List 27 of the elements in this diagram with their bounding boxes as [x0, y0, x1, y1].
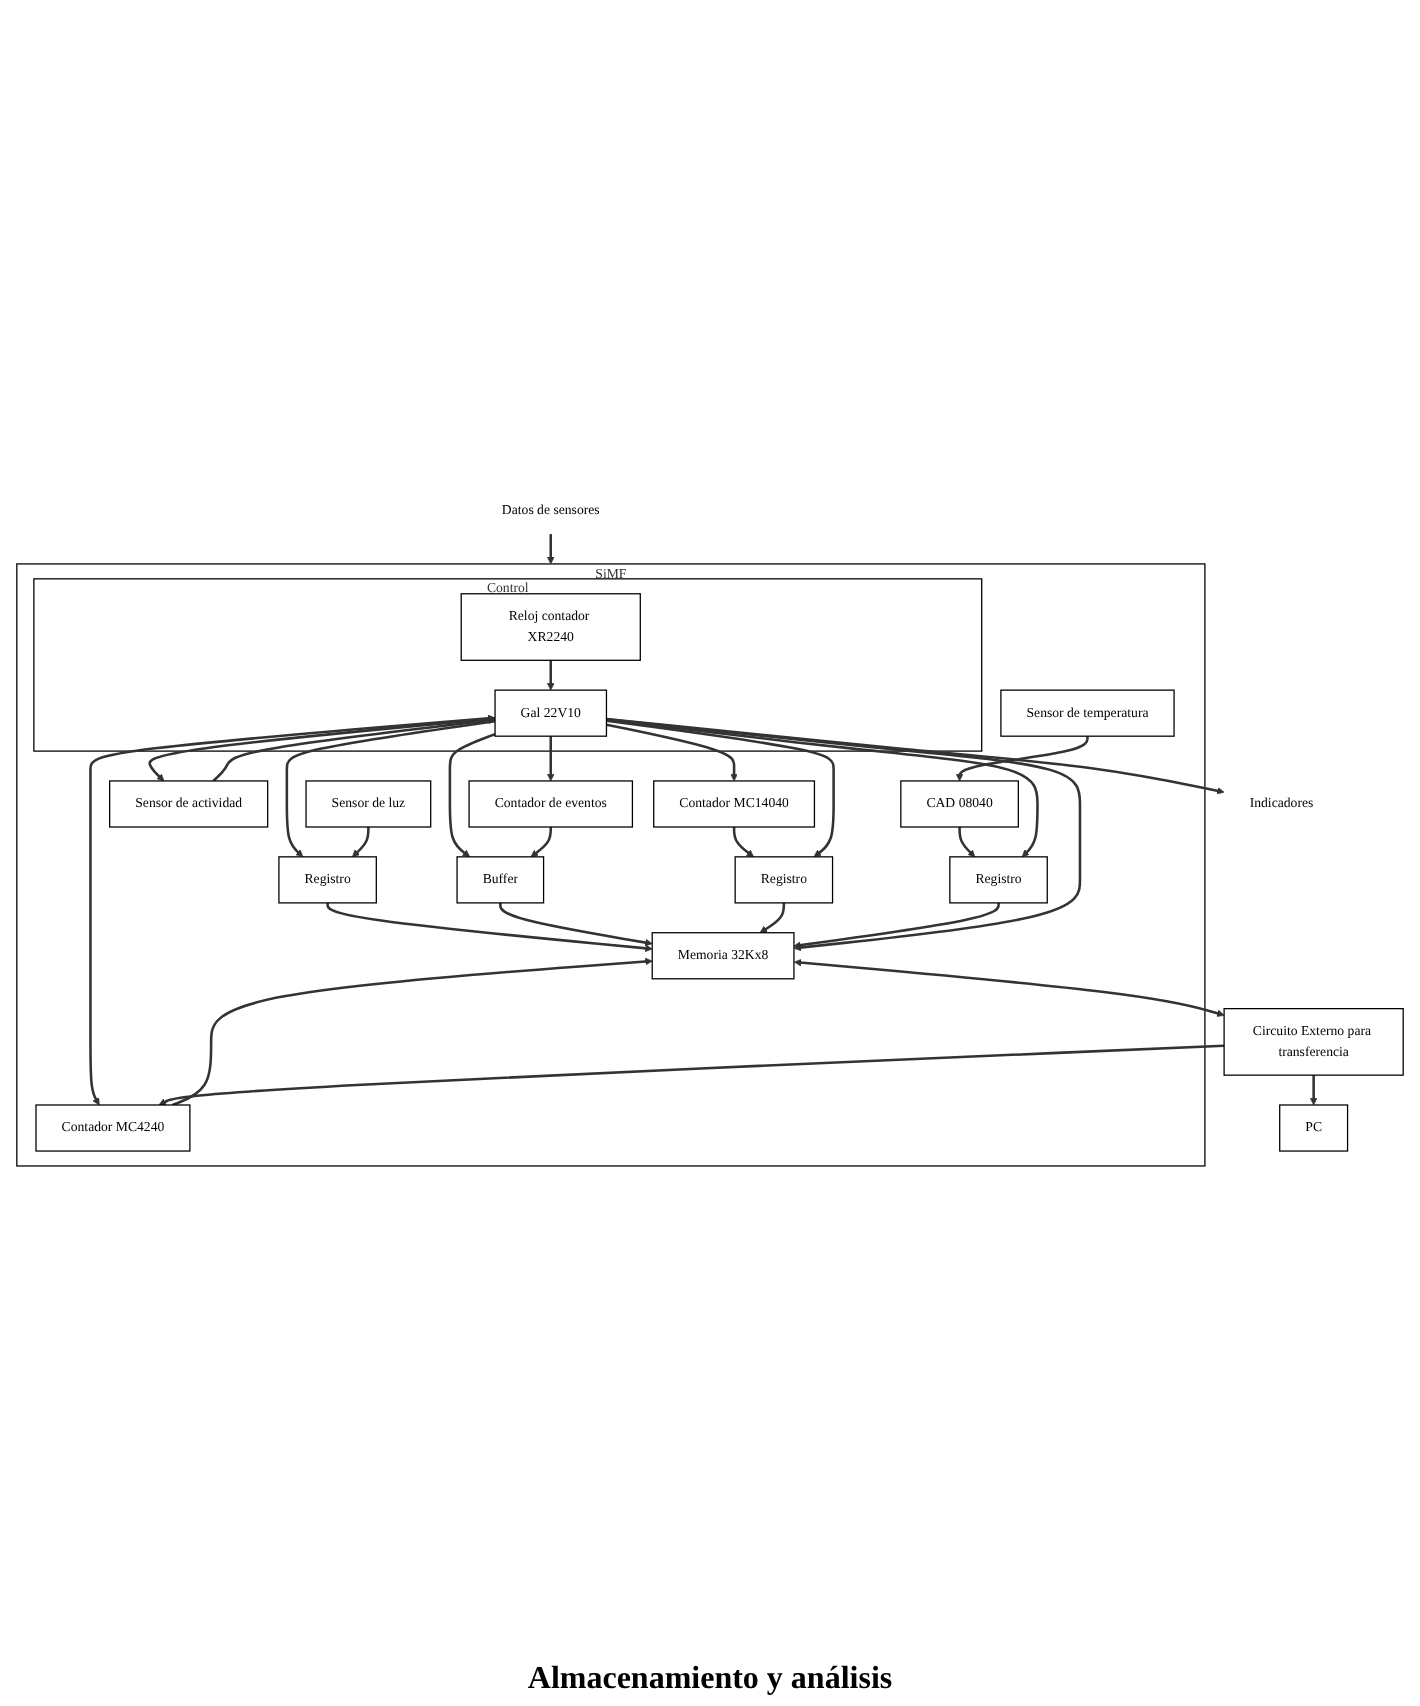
arrow — [793, 958, 1225, 1017]
arrow — [547, 736, 555, 782]
arrow — [606, 718, 1039, 858]
arrow — [285, 719, 496, 858]
arrow — [547, 660, 555, 691]
arrow — [89, 714, 496, 1106]
arrow — [1309, 1075, 1318, 1106]
arrow — [530, 827, 553, 858]
arrow — [793, 902, 1000, 949]
arrow — [955, 736, 1089, 782]
arrow — [606, 723, 738, 782]
arrow — [606, 717, 1225, 795]
arrow — [212, 716, 496, 782]
arrow — [352, 827, 370, 858]
arrow — [148, 717, 496, 782]
arrow — [606, 717, 1082, 952]
arrow — [172, 957, 653, 1107]
arrow — [958, 827, 976, 858]
arrow — [448, 732, 496, 858]
arrow — [326, 902, 653, 953]
note-label: Almacenamiento y análisis — [527, 1662, 893, 1698]
arrow — [606, 719, 835, 858]
arrow — [547, 534, 555, 565]
arrow — [732, 827, 754, 858]
arrow — [158, 1044, 1225, 1106]
arrow — [499, 902, 653, 947]
arrow — [759, 902, 786, 934]
